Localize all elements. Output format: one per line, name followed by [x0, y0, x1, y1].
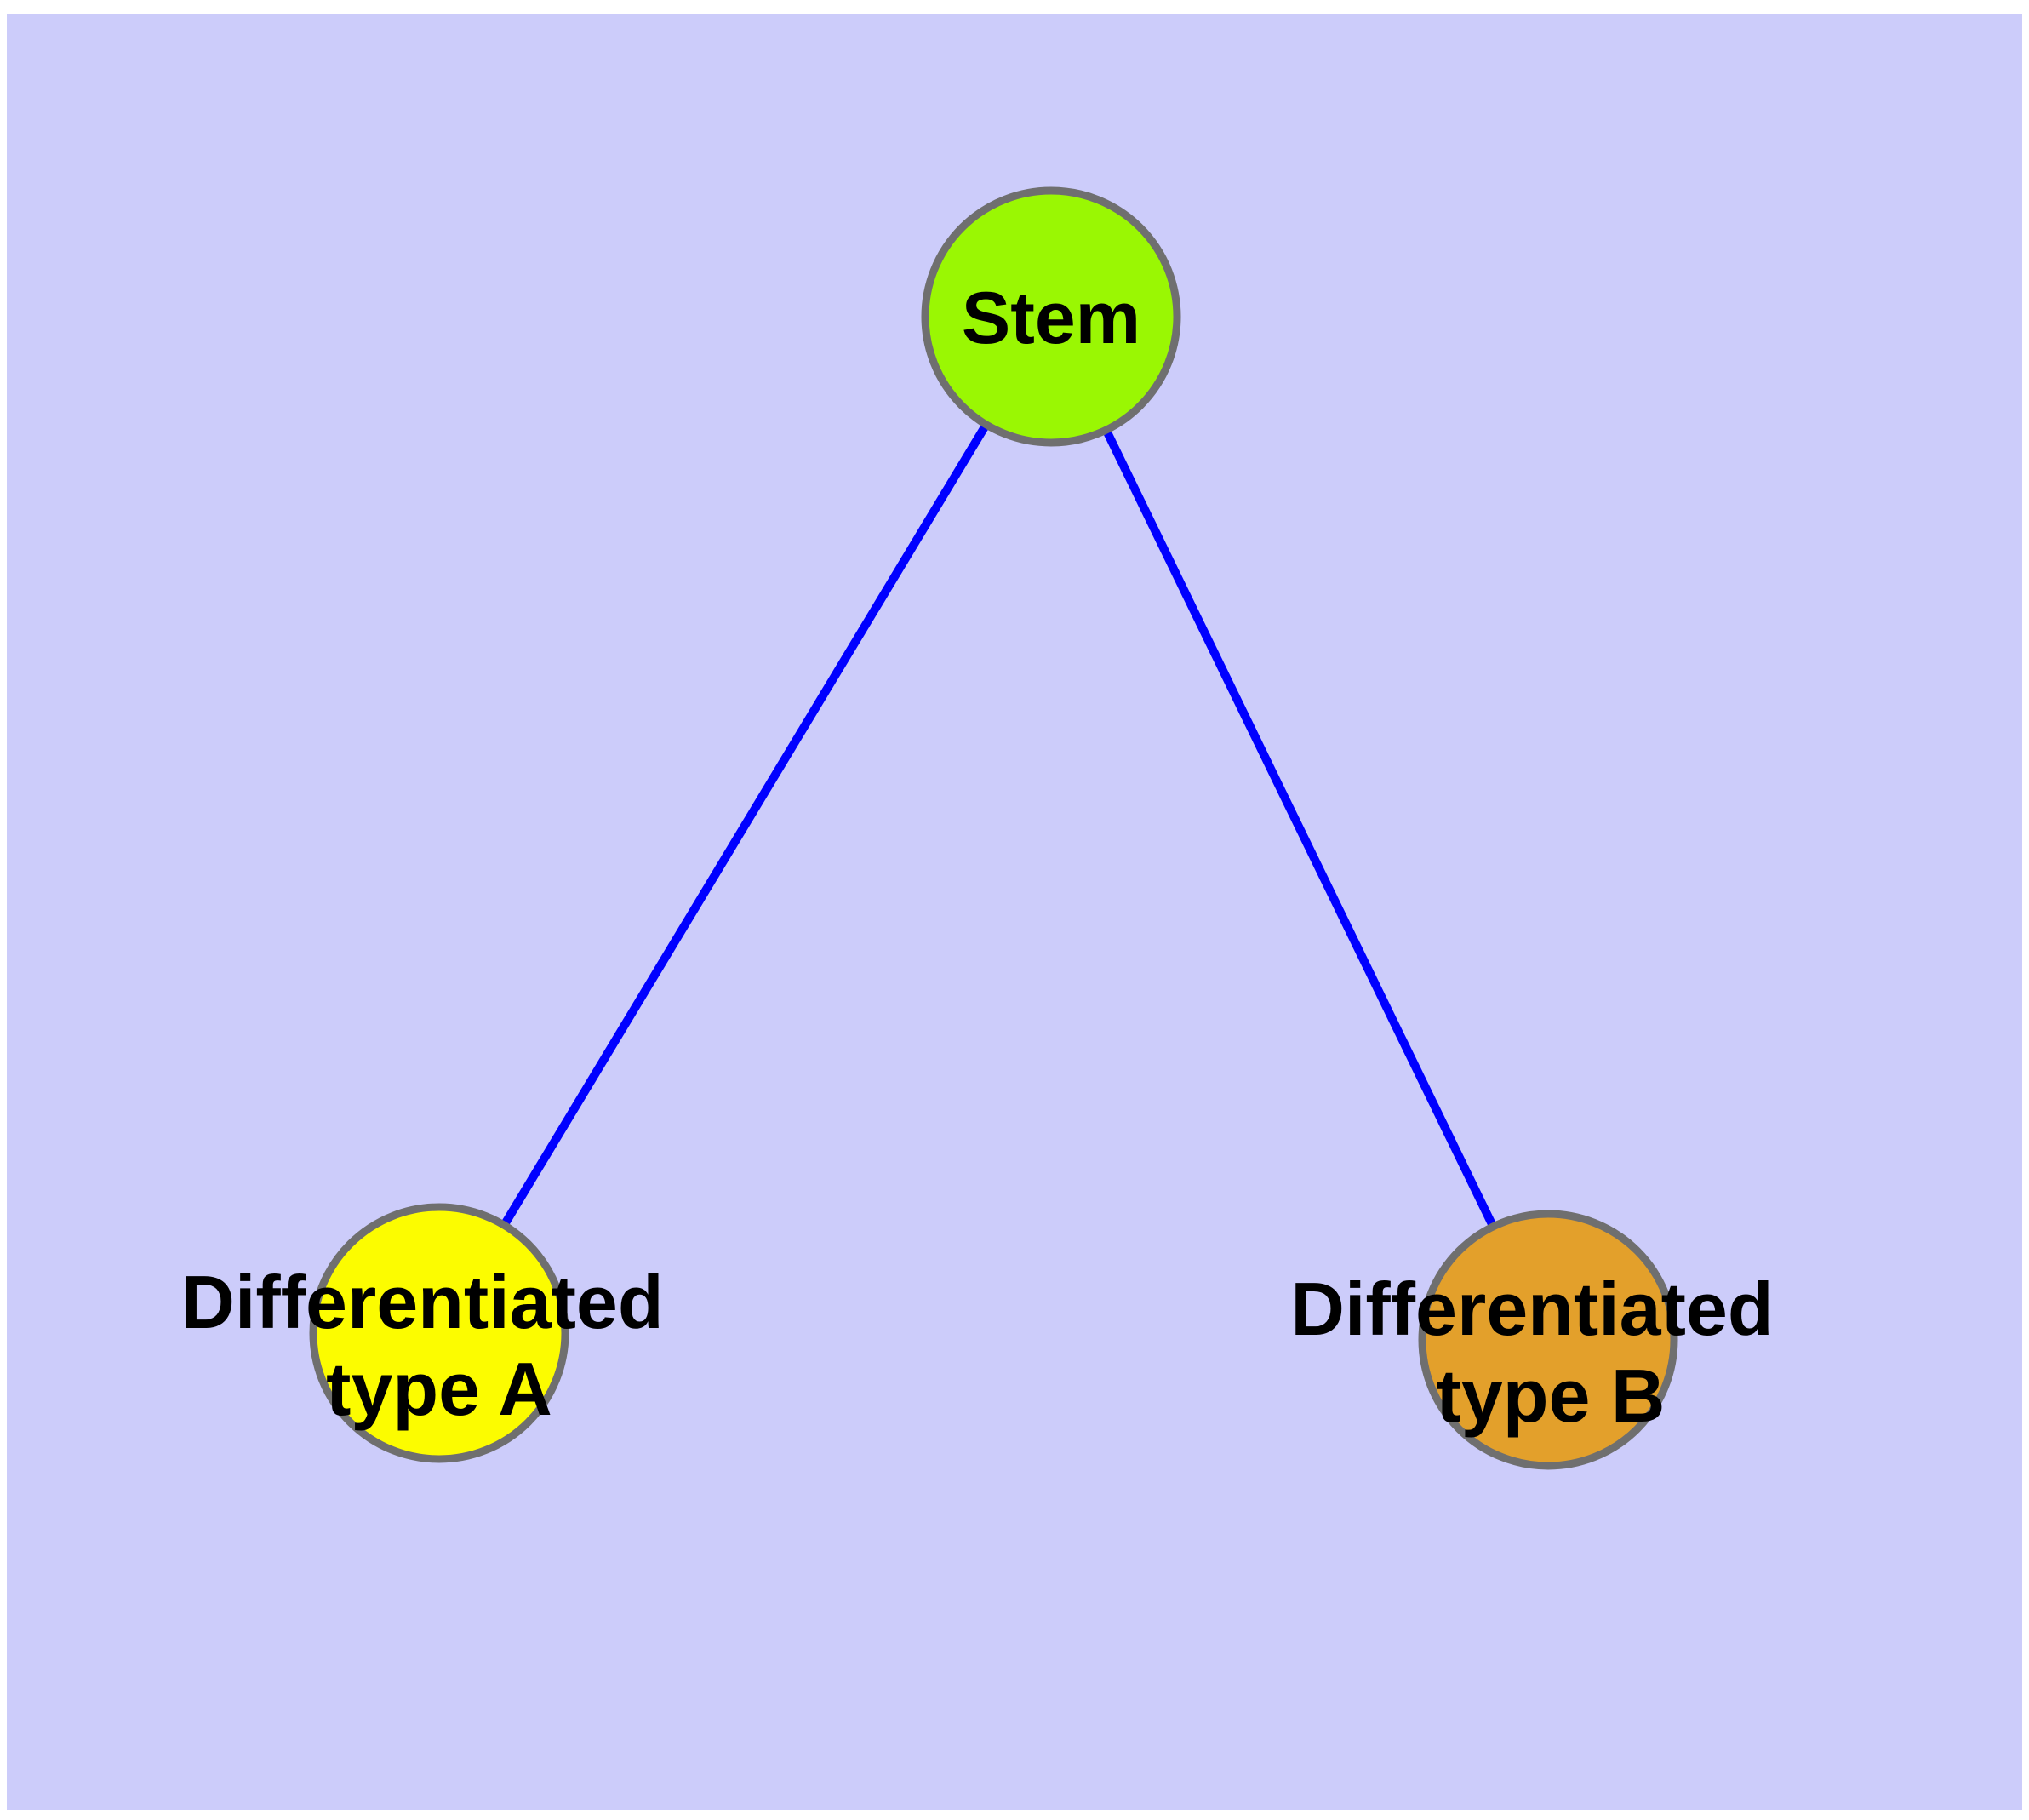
node-differentiated-type-b-label-line1: Differentiated — [1290, 1267, 1773, 1351]
node-stem-circle[interactable] — [921, 186, 1181, 447]
edge-stem-to-differentiated-type-b[interactable] — [1100, 425, 1499, 1232]
node-differentiated-type-a-label-line1: Differentiated — [180, 1260, 663, 1344]
node-differentiated-type-a-label-line2: type A — [326, 1347, 552, 1431]
node-stem-label: Stem — [962, 278, 1140, 359]
node-differentiated-type-a[interactable]: Differentiated type A — [180, 1203, 664, 1463]
node-differentiated-type-a-circle[interactable] — [309, 1203, 569, 1463]
node-layer: Stem Differentiated type A Differentiate… — [180, 186, 1774, 1470]
node-differentiated-type-b[interactable]: Differentiated type B — [1290, 1210, 1774, 1470]
node-differentiated-type-b-label-line2: type B — [1437, 1354, 1666, 1438]
edge-stem-to-differentiated-type-a[interactable] — [499, 419, 992, 1231]
node-differentiated-type-b-circle[interactable] — [1418, 1210, 1678, 1470]
node-stem[interactable]: Stem — [921, 186, 1181, 447]
edge-layer — [499, 419, 1499, 1232]
